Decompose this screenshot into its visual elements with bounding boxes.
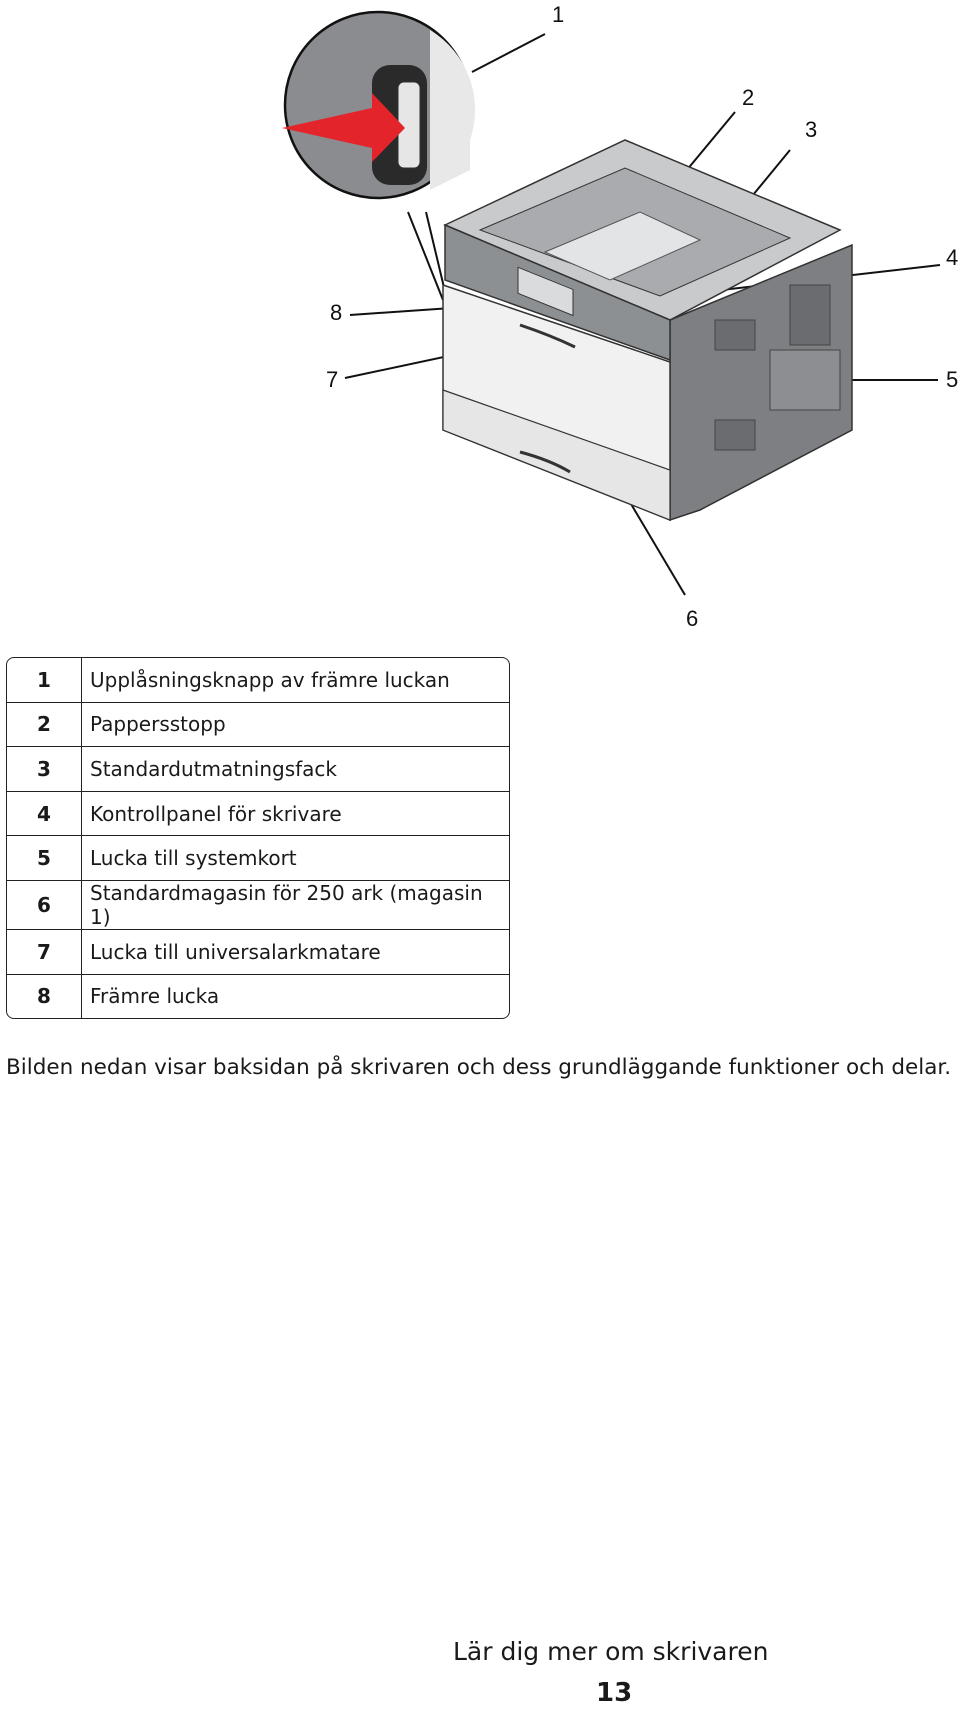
unlock-button-inset bbox=[282, 10, 476, 200]
callout-8: 8 bbox=[330, 300, 342, 325]
legend-number: 8 bbox=[7, 974, 82, 1019]
printer-illustration: 1 2 3 4 5 6 7 8 bbox=[282, 2, 958, 631]
legend-number: 3 bbox=[7, 747, 82, 792]
legend-description: Lucka till universalarkmatare bbox=[82, 930, 509, 975]
legend-description: Kontrollpanel för skrivare bbox=[82, 792, 509, 837]
legend-description: Standardutmatningsfack bbox=[82, 747, 509, 792]
table-row: 8 Främre lucka bbox=[7, 974, 509, 1019]
callout-6: 6 bbox=[686, 606, 698, 631]
legend-number: 4 bbox=[7, 791, 82, 837]
legend-description: Upplåsningsknapp av främre luckan bbox=[82, 658, 509, 703]
body-paragraph: Bilden nedan visar baksidan på skrivaren… bbox=[6, 1055, 952, 1080]
legend-description: Standardmagasin för 250 ark (magasin 1) bbox=[82, 881, 509, 930]
callout-5: 5 bbox=[946, 367, 958, 392]
footer-section-title: Lär dig mer om skrivaren bbox=[453, 1637, 769, 1666]
legend-number: 5 bbox=[7, 836, 82, 881]
legend-number: 2 bbox=[7, 702, 82, 748]
legend-description: Främre lucka bbox=[90, 984, 220, 1009]
callout-3: 3 bbox=[805, 117, 817, 142]
legend-number: 1 bbox=[7, 658, 82, 703]
callout-4: 4 bbox=[946, 245, 958, 270]
printer-body bbox=[442, 139, 853, 522]
callout-7: 7 bbox=[326, 367, 338, 392]
callout-numbers: 1 2 3 4 5 6 7 8 bbox=[326, 2, 958, 631]
legend-number: 7 bbox=[7, 929, 82, 975]
callout-2: 2 bbox=[742, 85, 754, 110]
legend-number: 6 bbox=[7, 880, 82, 930]
page-number: 13 bbox=[596, 1678, 633, 1708]
arrow-icon bbox=[282, 93, 405, 162]
legend-description: Pappersstopp bbox=[82, 703, 509, 748]
callout-1: 1 bbox=[552, 2, 564, 27]
legend-description: Lucka till systemkort bbox=[82, 836, 509, 881]
